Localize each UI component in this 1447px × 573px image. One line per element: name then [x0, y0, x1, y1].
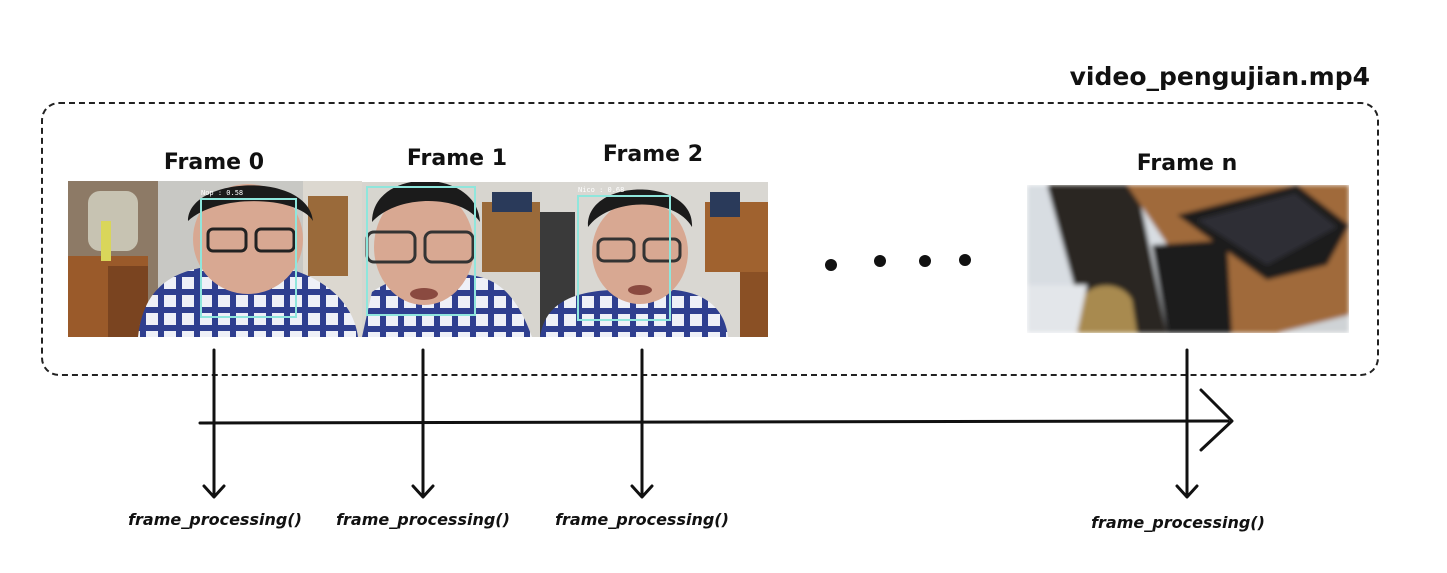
frame-1-function: frame_processing() — [336, 510, 510, 529]
frame-1-label: Frame 1 — [406, 146, 508, 171]
frame-0-arrowhead — [202, 484, 226, 499]
frame-2-overlay: Nico : 0.68 — [578, 186, 624, 194]
frame-1-arrowhead — [411, 484, 435, 499]
frame-2-arrowhead — [630, 484, 654, 499]
frame-0-function: frame_processing() — [128, 510, 302, 529]
video-filename: video_pengujian.mp4 — [1069, 62, 1370, 91]
timeline-arrow — [198, 419, 1230, 425]
frame-n-arrowhead — [1175, 484, 1199, 499]
dot — [919, 255, 931, 267]
dot — [874, 255, 886, 267]
frame-n-function: frame_processing() — [1091, 513, 1265, 532]
frame-0-overlay: Nop : 0.58 — [201, 189, 243, 197]
video-container — [41, 102, 1379, 376]
dot — [959, 254, 971, 266]
dot — [825, 259, 837, 271]
frame-1-image — [362, 182, 540, 337]
frame-n-label: Frame n — [1136, 151, 1238, 176]
frame-0-image: Nop : 0.58 — [68, 181, 362, 337]
frame-2-label: Frame 2 — [602, 142, 704, 167]
timeline-arrowhead — [1199, 388, 1234, 452]
frame-n-image — [1027, 185, 1349, 333]
frame-0-label: Frame 0 — [163, 150, 265, 175]
frame-2-function: frame_processing() — [555, 510, 729, 529]
ellipsis-dots — [815, 246, 985, 276]
frame-2-image: Nico : 0.68 — [540, 182, 768, 337]
